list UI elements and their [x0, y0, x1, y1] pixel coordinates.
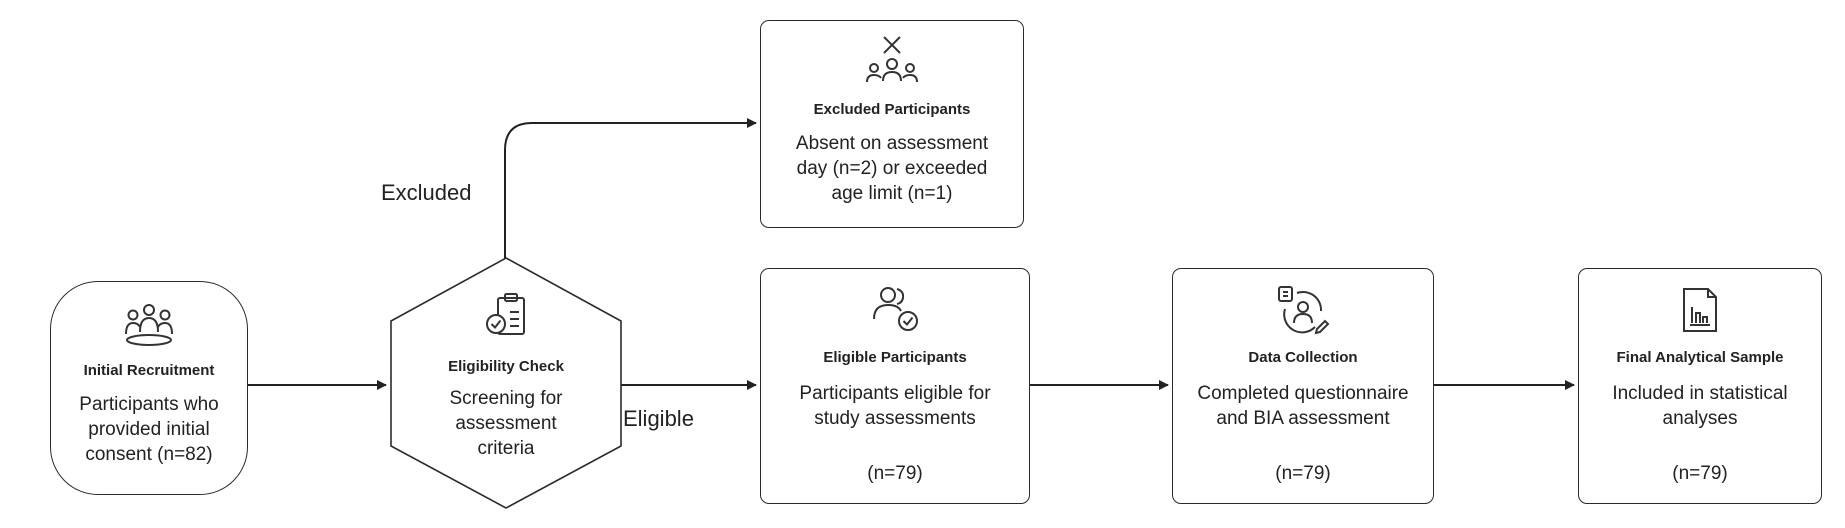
edge-label-excluded: Excluded: [381, 180, 472, 205]
excluded-people-icon: [866, 36, 918, 83]
data-collection-icon: [1278, 286, 1330, 335]
eligible-participants-count: (n=79): [867, 463, 923, 484]
eligibility-check-node: Eligibility Check Screening for assessme…: [388, 256, 624, 510]
initial-recruitment-node: Initial Recruitment Participants who pro…: [50, 281, 248, 495]
initial-recruitment-title: Initial Recruitment: [83, 362, 215, 379]
final-sample-node: Final Analytical Sample Included in stat…: [1578, 268, 1822, 504]
edge-label-eligible: Eligible: [623, 406, 694, 431]
data-collection-desc: Completed questionnaire and BIA assessme…: [1197, 383, 1409, 429]
data-collection-title: Data Collection: [1248, 349, 1358, 366]
data-collection-count: (n=79): [1275, 463, 1331, 484]
data-collection-node: Data Collection Completed questionnaire …: [1172, 268, 1434, 504]
final-sample-desc: Included in statistical analyses: [1612, 383, 1788, 429]
excluded-participants-title: Excluded Participants: [813, 101, 971, 118]
initial-recruitment-desc: Participants who provided initial consen…: [79, 394, 219, 465]
report-chart-icon: [1683, 288, 1717, 332]
hexagon-shape: [390, 257, 622, 509]
final-sample-count: (n=79): [1672, 463, 1728, 484]
excluded-participants-node: Excluded Participants Absent on assessme…: [760, 20, 1024, 228]
excluded-participants-desc: Absent on assessment day (n=2) or exceed…: [795, 133, 989, 204]
group-people-icon: [125, 304, 173, 346]
eligibility-check-title: Eligibility Check: [448, 358, 564, 375]
people-check-icon: [873, 287, 918, 331]
eligible-participants-node: Eligible Participants Participants eligi…: [760, 268, 1030, 504]
clipboard-check-icon: [486, 293, 525, 335]
eligible-participants-desc: Participants eligible for study assessme…: [799, 383, 991, 429]
arrow-eligibility-to-excluded: [504, 118, 757, 258]
eligibility-check-desc: Screening for assessment criteria: [449, 388, 563, 459]
eligible-participants-title: Eligible Participants: [823, 349, 967, 366]
final-sample-title: Final Analytical Sample: [1616, 349, 1784, 366]
